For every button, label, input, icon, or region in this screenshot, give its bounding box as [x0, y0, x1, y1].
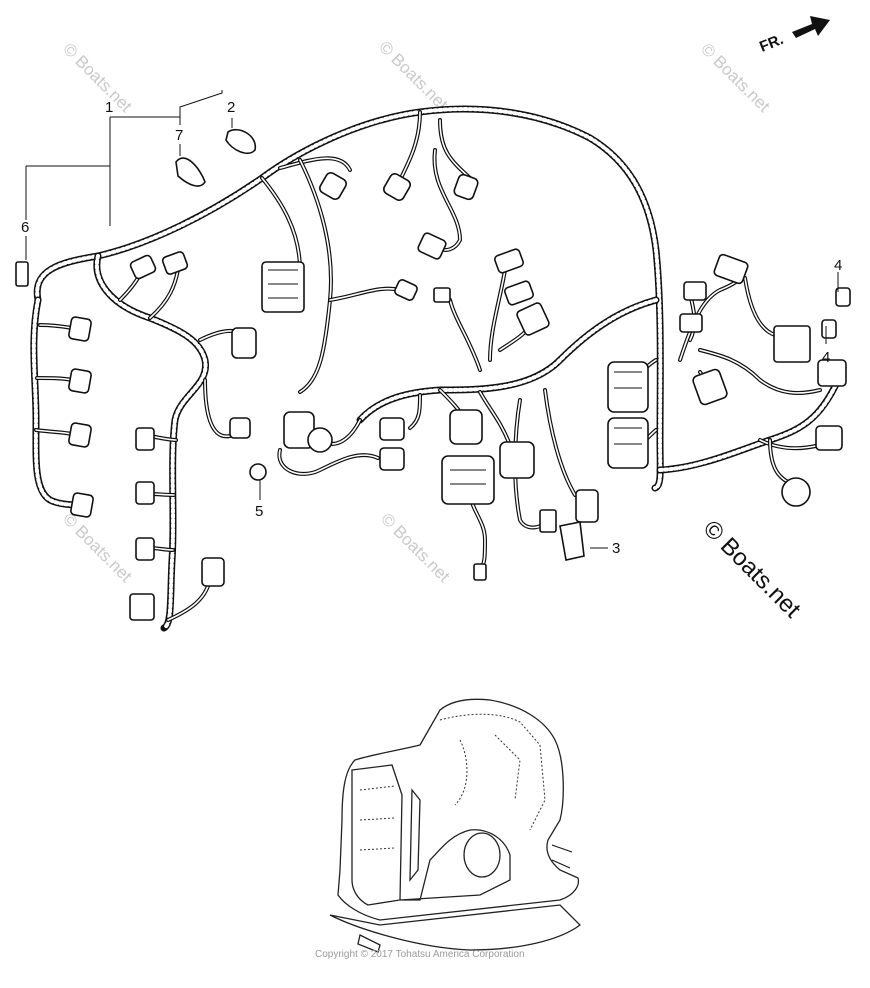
watermark-text: © Boats.net [59, 509, 136, 586]
front-indicator: FR. [757, 16, 830, 56]
callout-7: 7 [175, 127, 183, 144]
leaders [25, 90, 839, 549]
copyright-text: Copyright © 2017 Tohatsu America Corpora… [315, 949, 525, 960]
engine-location-icon [329, 698, 581, 953]
callout-4b: 4 [822, 349, 830, 366]
watermarks: © Boats.net © Boats.net © Boats.net © Bo… [59, 37, 774, 586]
callout-6: 6 [21, 219, 29, 236]
connectors [15, 128, 851, 621]
watermark-text: © Boats.net [375, 37, 452, 114]
callout-1: 1 [105, 99, 113, 116]
main-harness [30, 105, 842, 632]
callouts: 1 2 3 4 4 5 6 7 [21, 99, 842, 557]
watermark-text: © Boats.net [59, 39, 136, 116]
front-arrow-icon [792, 16, 830, 38]
watermark-text: © Boats.net [377, 509, 454, 586]
callout-3: 3 [612, 540, 620, 557]
watermark-large: © Boats.net [698, 515, 806, 623]
front-label: FR. [757, 31, 786, 56]
callout-4a: 4 [834, 257, 842, 274]
callout-2: 2 [227, 99, 235, 116]
callout-5: 5 [255, 503, 263, 520]
